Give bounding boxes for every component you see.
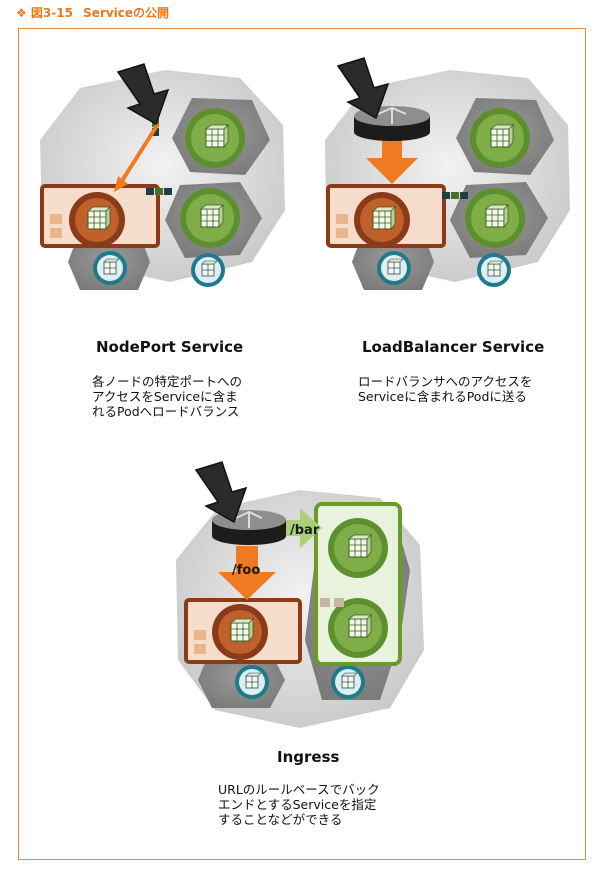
ingress-path-foo: /foo <box>232 563 260 578</box>
loadbalancer-diagram <box>325 57 570 290</box>
ingress-pod-teal-right <box>331 665 365 699</box>
ingress-pod-foo <box>212 604 268 660</box>
figure-caption: Serviceの公開 <box>83 6 170 20</box>
loadbalancer-port-strip <box>442 192 468 199</box>
nodeport-route-arrow <box>118 122 160 186</box>
nodeport-pod-right <box>180 188 240 248</box>
nodeport-label: NodePort Service <box>88 338 252 356</box>
loadbalancer-pod-teal-right <box>477 253 511 287</box>
nodeport-port-chip <box>50 214 62 224</box>
loadbalancer-route-arrow <box>366 134 418 184</box>
loadbalancer-pod-teal-bottom <box>377 251 411 285</box>
nodeport-port-chip <box>50 228 62 238</box>
ingress-port-chip <box>194 630 206 640</box>
figure-frame <box>18 28 586 860</box>
nodeport-incoming-arrow <box>116 63 170 126</box>
loadbalancer-pod-service <box>354 192 410 248</box>
ingress-path-bar: /bar <box>290 523 320 538</box>
figure-title: ❖ 図3-15 Serviceの公開 <box>16 4 169 21</box>
ingress-port-chip <box>334 598 344 607</box>
ingress-route-foo-arrow <box>218 546 276 600</box>
loadbalancer-port-chip <box>336 214 348 224</box>
load-balancer-router-icon <box>354 106 430 141</box>
loadbalancer-pod-top <box>470 108 530 168</box>
nodeport-pod-service <box>69 192 125 248</box>
nodeport-route-arrowhead <box>114 176 128 192</box>
loadbalancer-label: LoadBalancer Service <box>354 338 553 356</box>
ingress-diagram: /foo /bar <box>176 461 424 728</box>
ingress-description: URLのルールベースでバック エンドとするServiceを指定 することなどがで… <box>218 782 380 827</box>
figure-number: ❖ 図3-15 <box>16 6 73 20</box>
nodeport-diagram <box>40 63 285 290</box>
ingress-port-chip <box>320 598 330 607</box>
nodeport-pod-top <box>185 108 245 168</box>
ingress-pod-bar-top <box>328 518 388 578</box>
nodeport-port-strip <box>146 188 172 195</box>
ingress-route-bar-arrow <box>282 508 322 548</box>
nodeport-description: 各ノードの特定ポートへの アクセスをServiceに含ま れるPodへロードバラ… <box>92 374 243 419</box>
loadbalancer-description: ロードバランサへのアクセスを Serviceに含まれるPodに送る <box>358 374 533 404</box>
ingress-incoming-arrow <box>194 461 248 524</box>
loadbalancer-pod-right <box>465 188 525 248</box>
nodeport-pod-teal-bottom <box>93 251 127 285</box>
loadbalancer-port-chip <box>336 228 348 238</box>
nodeport-pod-teal-right <box>191 253 225 287</box>
ingress-label: Ingress <box>269 748 348 766</box>
loadbalancer-incoming-arrow <box>336 57 390 120</box>
ingress-port-chip <box>194 644 206 654</box>
ingress-pod-teal-left <box>235 665 269 699</box>
